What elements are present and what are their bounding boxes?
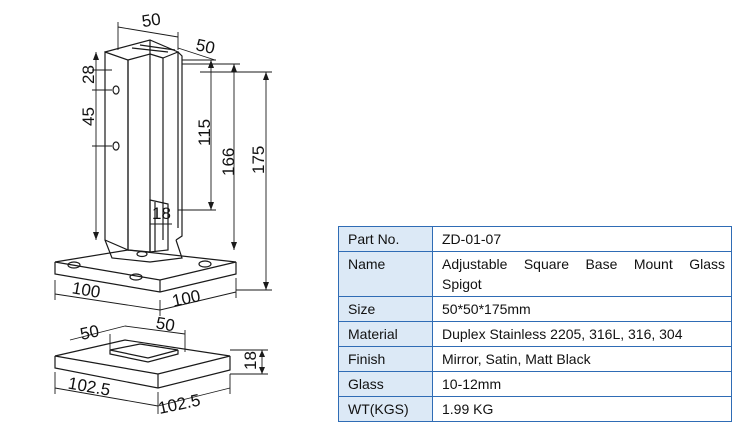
spec-row-size: Size 50*50*175mm: [338, 296, 732, 322]
dim-spigot-base-width-a: 100: [71, 278, 102, 302]
cover-dimension-lines: [54, 325, 268, 414]
dim-cover-hole-b: 50: [154, 313, 176, 335]
dim-spigot-top-width-a: 50: [141, 10, 162, 31]
spec-label: Size: [338, 296, 433, 322]
spec-value-line: Adjustable Square Base Mount Glass: [442, 256, 725, 272]
dim-spigot-total-height: 175: [249, 146, 268, 174]
spec-value: 1.99 KG: [432, 396, 732, 422]
spec-value: 50*50*175mm: [432, 296, 732, 322]
spec-label: Finish: [338, 346, 433, 372]
dim-spigot-inner-height: 166: [219, 148, 238, 176]
dim-cover-hole-a: 50: [78, 321, 100, 344]
spec-value: Adjustable Square Base Mount Glass Spigo…: [432, 251, 732, 297]
dim-spigot-slot-depth: 115: [195, 119, 214, 146]
spec-row-glass: Glass 10-12mm: [338, 371, 732, 397]
spec-row-finish: Finish Mirror, Satin, Matt Black: [338, 346, 732, 372]
dim-spigot-base-width-b: 100: [170, 286, 202, 310]
spec-label: Glass: [338, 371, 433, 397]
spec-row-material: Material Duplex Stainless 2205, 316L, 31…: [338, 321, 732, 347]
spec-value: Mirror, Satin, Matt Black: [432, 346, 732, 372]
dim-spigot-hole-top: 28: [79, 65, 98, 84]
spec-table: Part No. ZD-01-07 Name Adjustable Square…: [338, 226, 732, 422]
spec-label: Name: [338, 251, 433, 297]
dim-cover-width-b: 102.5: [157, 391, 203, 418]
cover-drawing: [54, 339, 231, 389]
spec-label: Material: [338, 321, 433, 347]
spec-label: Part No.: [338, 226, 433, 252]
dim-spigot-hole-spacing: 45: [79, 107, 98, 126]
spec-value: Duplex Stainless 2205, 316L, 316, 304: [432, 321, 732, 347]
dim-spigot-glass-slot: 18: [152, 204, 171, 223]
spec-label: WT(KGS): [338, 396, 433, 422]
technical-drawing: 50 50 28 45 115 166 175 18 100 100 50 50…: [54, 10, 272, 418]
dim-cover-height: 18: [241, 351, 260, 370]
spec-row-name: Name Adjustable Square Base Mount Glass …: [338, 251, 732, 297]
spec-row-weight: WT(KGS) 1.99 KG: [338, 396, 732, 422]
spec-row-part-no: Part No. ZD-01-07: [338, 226, 732, 252]
spec-value-line: Spigot: [442, 276, 482, 292]
spigot-drawing: [54, 39, 237, 293]
dim-spigot-top-width-b: 50: [194, 35, 216, 58]
spec-value: ZD-01-07: [432, 226, 732, 252]
spec-value: 10-12mm: [432, 371, 732, 397]
